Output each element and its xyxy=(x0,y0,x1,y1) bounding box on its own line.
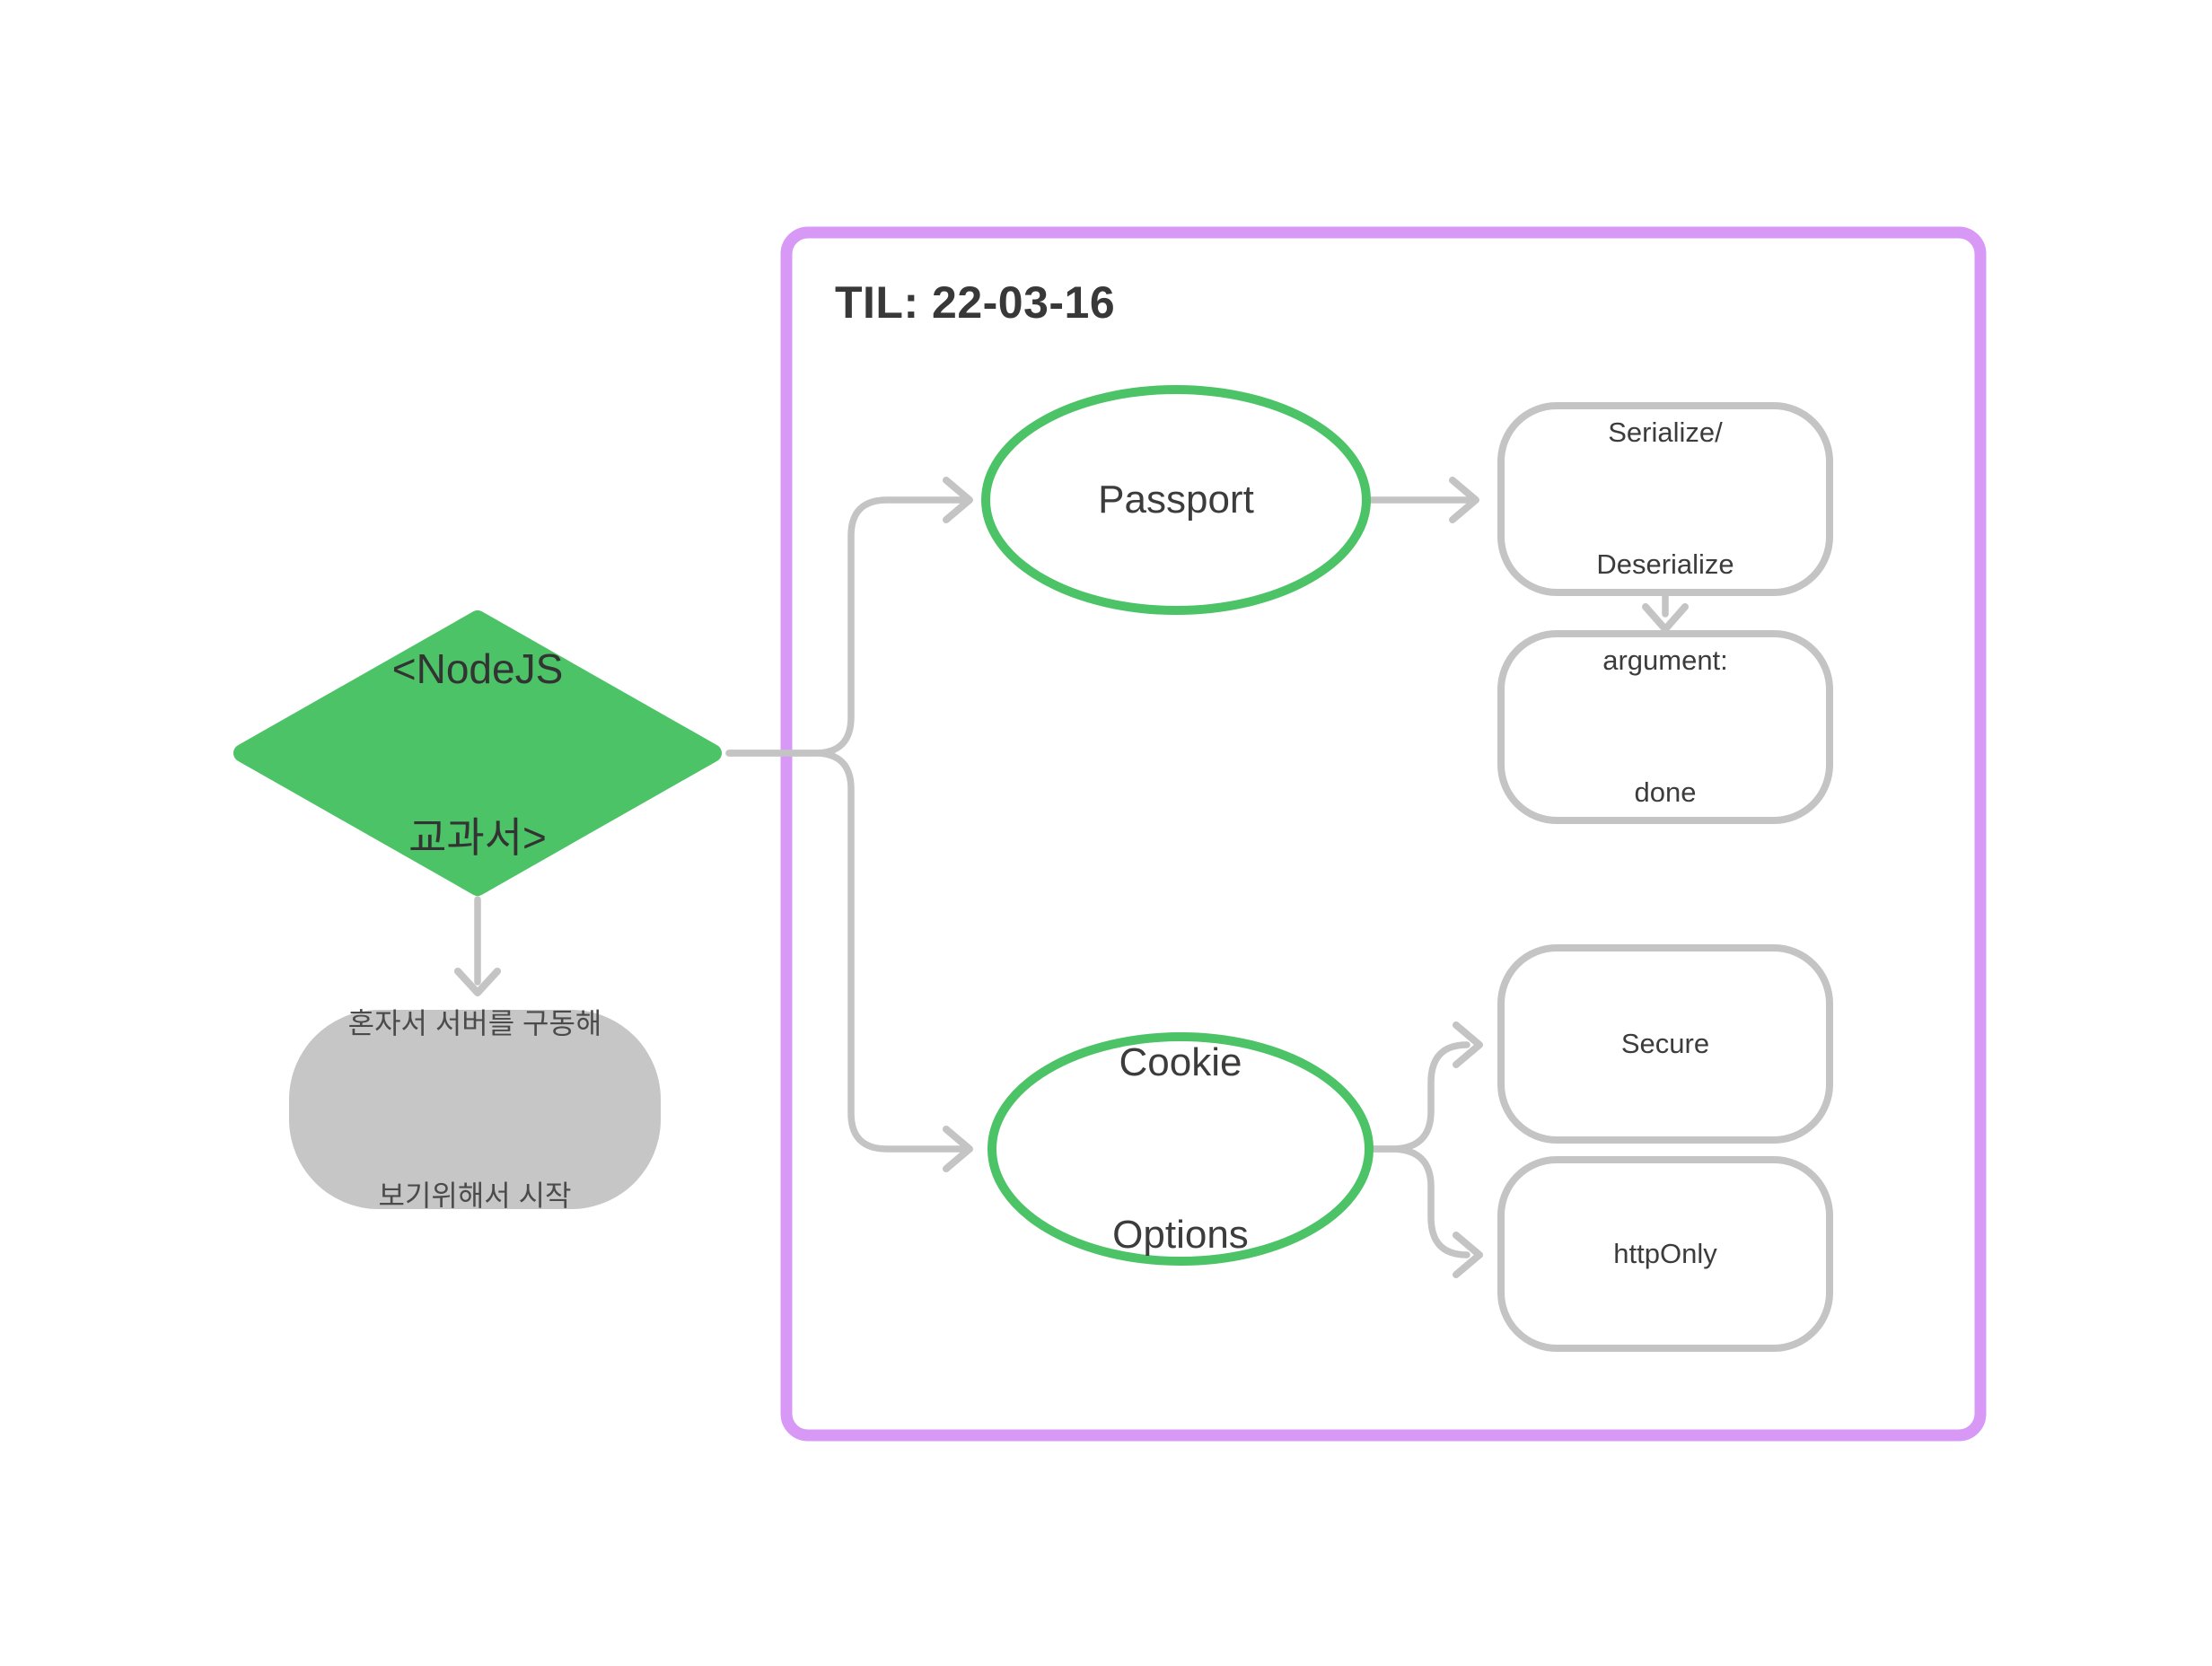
connector-root-to-passport xyxy=(725,496,964,757)
arrowhead-right-icon xyxy=(1453,1022,1483,1068)
arrowhead-down-icon xyxy=(454,968,501,996)
argument-done-box-shape xyxy=(1497,630,1833,824)
note-shape xyxy=(289,1010,661,1209)
serialize-box-shape xyxy=(1497,402,1833,596)
arrowhead-down-icon xyxy=(1642,603,1689,633)
til-frame xyxy=(780,226,1987,1442)
passport-ellipse-shape xyxy=(981,385,1371,615)
cookie-options-ellipse-shape xyxy=(988,1032,1374,1266)
connector-root-to-cookie xyxy=(725,750,964,1153)
connector-cookie-to-secure xyxy=(1365,1041,1470,1153)
arrowhead-right-icon xyxy=(1453,1232,1483,1278)
arrowhead-right-icon xyxy=(943,477,973,523)
connector-cookie-to-httponly xyxy=(1365,1145,1470,1258)
secure-box-shape xyxy=(1497,944,1833,1144)
httponly-box-shape xyxy=(1497,1156,1833,1352)
arrowhead-right-icon xyxy=(1449,477,1479,523)
root-diamond-shape xyxy=(233,610,722,896)
frame-title: TIL: 22-03-16 xyxy=(835,277,1116,328)
arrowhead-right-icon xyxy=(943,1126,973,1172)
